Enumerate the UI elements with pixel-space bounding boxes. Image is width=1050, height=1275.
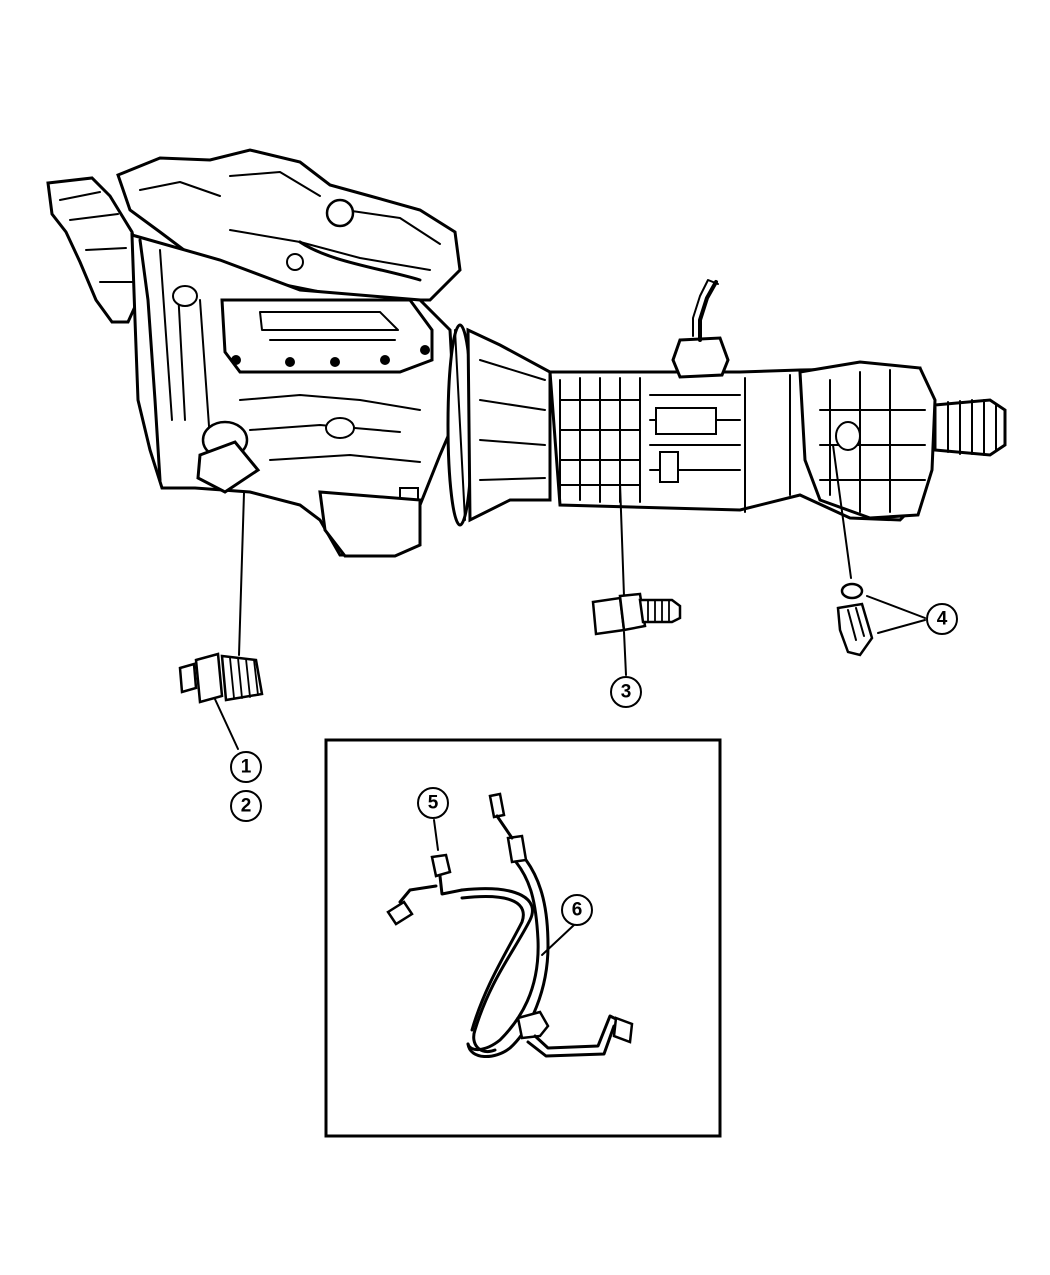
engine-assembly xyxy=(46,148,474,558)
callout-2: 2 xyxy=(230,790,262,822)
inset-box xyxy=(324,738,722,1138)
callout-5-label: 5 xyxy=(428,793,439,814)
callout-4-label: 4 xyxy=(937,609,948,630)
callout-1-label: 1 xyxy=(241,757,252,778)
callout-2-label: 2 xyxy=(241,796,252,817)
transmission-assembly xyxy=(466,279,1007,523)
sensor-part-1 xyxy=(178,652,264,704)
leader-lines xyxy=(213,444,926,956)
callout-1: 1 xyxy=(230,751,262,783)
hose-part-6 xyxy=(460,792,634,1058)
switch-part-3 xyxy=(591,592,682,636)
sensor-part-4 xyxy=(836,602,874,657)
callout-6-label: 6 xyxy=(572,900,583,921)
callout-5: 5 xyxy=(417,787,449,819)
callout-3: 3 xyxy=(610,676,642,708)
callout-4: 4 xyxy=(926,603,958,635)
callout-3-label: 3 xyxy=(621,682,632,703)
callout-6: 6 xyxy=(561,894,593,926)
o-ring-part-4 xyxy=(840,582,864,600)
fitting-part-5 xyxy=(386,853,464,926)
